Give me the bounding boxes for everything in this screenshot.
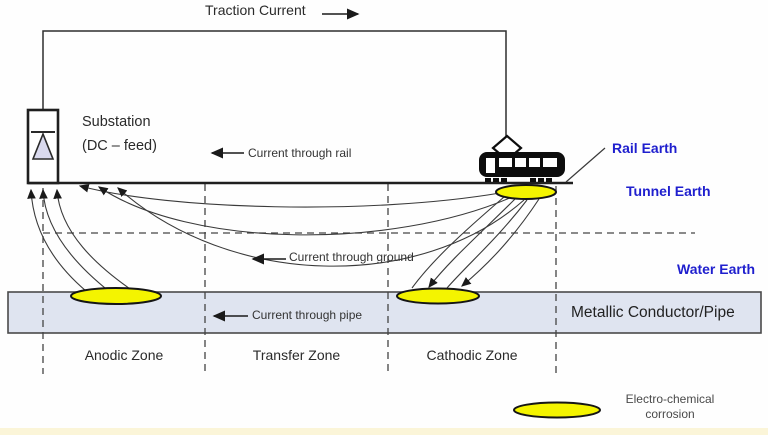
transfer-zone-label: Transfer Zone — [252, 347, 341, 363]
substation-icon — [26, 108, 60, 185]
rail-earth-label: Rail Earth — [612, 140, 678, 156]
pipe-exit-curves — [27, 188, 137, 294]
corrosion-ellipse-rail — [495, 184, 557, 200]
legend-corrosion-ellipse — [513, 401, 601, 419]
substation-name: Substation — [82, 114, 151, 130]
substation-feed: (DC – feed) — [82, 138, 157, 154]
rail-earth-leader — [565, 147, 606, 183]
zone-boundary-dashes — [42, 184, 695, 374]
tram-wheels — [485, 178, 552, 182]
legend-text: Electro-chemical corrosion — [616, 392, 724, 422]
current-through-ground-label: Current through ground — [289, 250, 414, 264]
corrosion-ellipse-anodic — [70, 287, 162, 305]
current-through-rail-label: Current through rail — [248, 146, 352, 160]
traction-current-label: Traction Current — [205, 2, 306, 18]
tunnel-earth-label: Tunnel Earth — [626, 183, 711, 199]
label-arrows — [210, 8, 360, 322]
legend-subtitle: corrosion — [645, 407, 695, 421]
current-through-pipe-label: Current through pipe — [252, 308, 363, 322]
legend-title: Electro-chemical — [625, 392, 715, 406]
anodic-zone-label: Anodic Zone — [84, 347, 164, 363]
water-earth-label: Water Earth — [677, 261, 756, 277]
tram-icon — [479, 134, 565, 182]
overhead-wire — [42, 30, 507, 139]
cathodic-zone-label: Cathodic Zone — [426, 347, 518, 363]
pipe-entry-curves — [411, 196, 540, 289]
metallic-conductor-label: Metallic Conductor/Pipe — [571, 304, 735, 321]
substation-label: Substation (DC – feed) — [82, 110, 157, 158]
bottom-border-strip — [0, 428, 768, 435]
ground-current-curves — [78, 184, 525, 267]
corrosion-ellipse-cathodic — [396, 287, 480, 305]
